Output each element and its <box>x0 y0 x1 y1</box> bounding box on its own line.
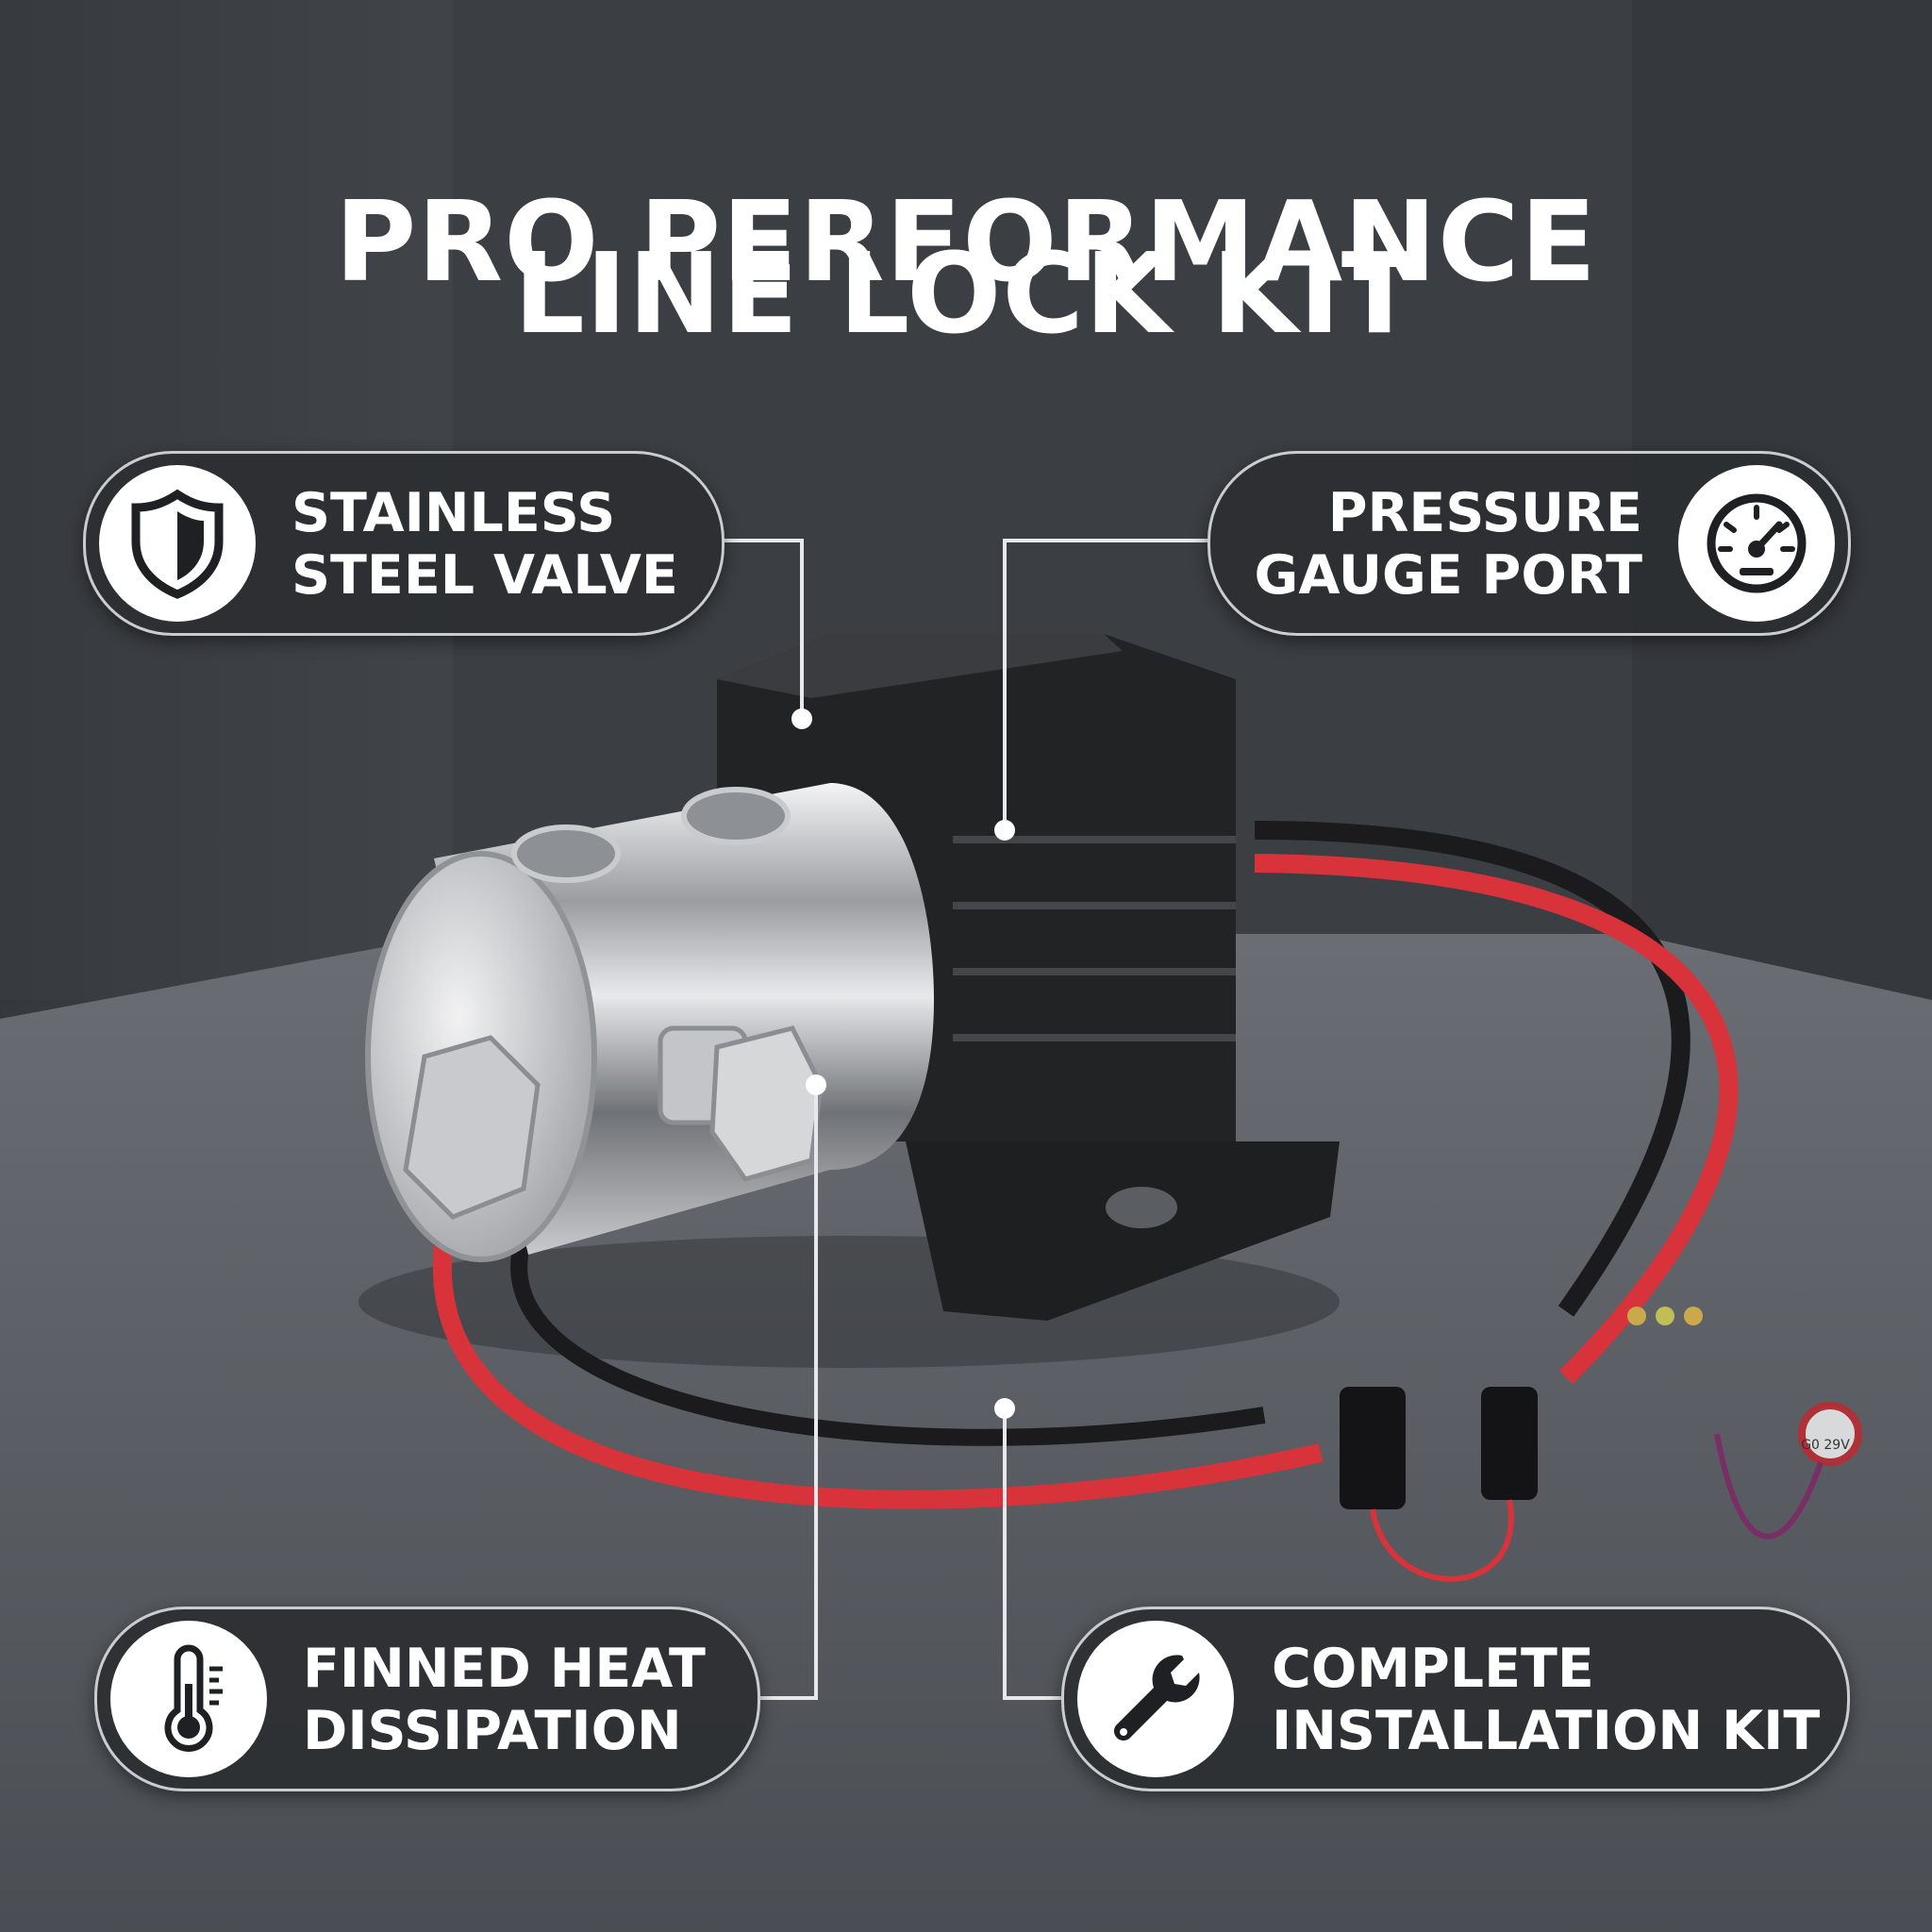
gauge-icon <box>1707 493 1807 593</box>
callout-dot-stainless <box>791 708 812 729</box>
title-line-1: PRO PERFORMANCE <box>334 176 1598 308</box>
finned-line-2: DISSIPATION <box>303 1700 682 1762</box>
feature-pressure-gauge-port: PRESSURE GAUGE PORT <box>1208 451 1851 636</box>
install-line-1: COMPLETE <box>1272 1638 1594 1700</box>
indicator-light-label: G0 29V <box>1801 1438 1850 1453</box>
pressure-badge <box>1678 465 1835 622</box>
callout-dot-install <box>994 1398 1015 1419</box>
finned-line-1: FINNED HEAT <box>303 1638 706 1700</box>
finned-badge <box>110 1621 267 1777</box>
shield-icon <box>131 489 224 599</box>
stainless-line-2: STEEL VALVE <box>291 544 678 607</box>
install-line-2: INSTALLATION KIT <box>1272 1700 1821 1762</box>
callout-dot-pressure <box>994 820 1015 841</box>
wrench-icon <box>1114 1655 1200 1740</box>
feature-complete-installation-kit: COMPLETE INSTALLATION KIT <box>1061 1607 1850 1791</box>
stainless-line-1: STAINLESS <box>291 482 616 544</box>
feature-stainless-steel-valve: STAINLESS STEEL VALVE <box>83 451 724 636</box>
pressure-line-1: PRESSURE <box>1327 482 1642 544</box>
feature-finned-heat-dissipation: FINNED HEAT DISSIPATION <box>94 1607 760 1791</box>
install-badge <box>1077 1621 1234 1777</box>
thermometer-icon <box>164 1644 223 1752</box>
callout-dot-finned <box>806 1074 826 1095</box>
pressure-line-2: GAUGE PORT <box>1254 544 1642 607</box>
title-line-2: LINE LOCK KIT <box>513 228 1419 358</box>
stainless-badge <box>99 465 256 622</box>
